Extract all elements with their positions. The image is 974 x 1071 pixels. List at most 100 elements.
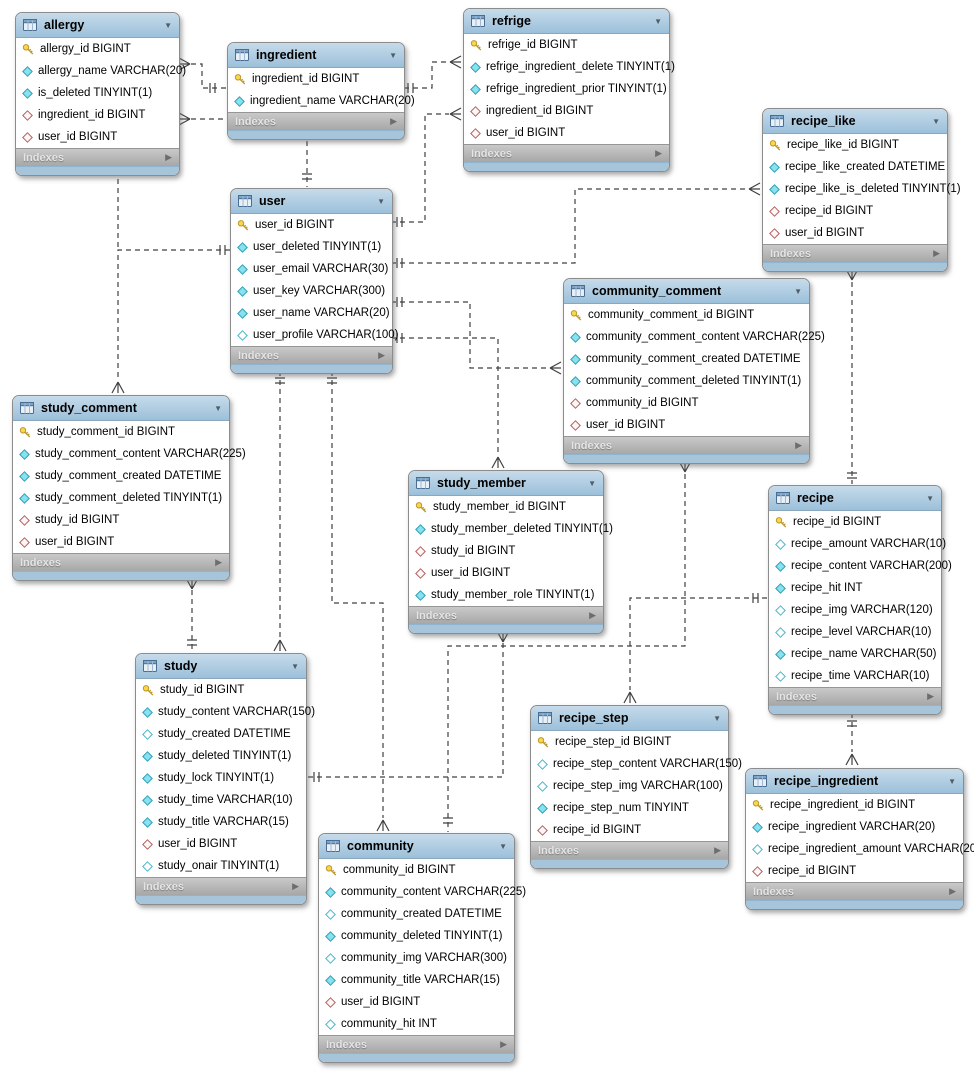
table-icon — [571, 285, 586, 297]
table-header[interactable]: refrige▼ — [464, 9, 669, 34]
collapse-arrow-icon[interactable]: ▼ — [654, 16, 662, 26]
indexes-row[interactable]: Indexes▶ — [746, 882, 963, 900]
field-row: recipe_ingredient_amount VARCHAR(20) — [746, 838, 974, 860]
table-footer — [769, 705, 941, 714]
field-label: user_id BIGINT — [38, 131, 118, 143]
table-header[interactable]: recipe_like▼ — [763, 109, 947, 134]
collapse-arrow-icon[interactable]: ▼ — [794, 286, 802, 296]
table-header[interactable]: ingredient▼ — [228, 43, 404, 68]
nullable-column-icon — [237, 329, 248, 341]
indexes-label: Indexes — [20, 556, 61, 569]
table-header[interactable]: community▼ — [319, 834, 514, 859]
table-title: study_member — [437, 476, 526, 490]
field-row: recipe_id BIGINT — [769, 511, 941, 533]
collapse-arrow-icon[interactable]: ▼ — [389, 50, 397, 60]
table-header[interactable]: recipe▼ — [769, 486, 941, 511]
indexes-row[interactable]: Indexes▶ — [16, 148, 179, 166]
table-header[interactable]: study▼ — [136, 654, 306, 679]
table-header[interactable]: study_member ▼ — [409, 471, 603, 496]
field-row: recipe_like_created DATETIME — [763, 156, 947, 178]
field-label: recipe_name VARCHAR(50) — [791, 648, 937, 660]
foreign-key-column-icon — [537, 824, 548, 836]
field-label: study_id BIGINT — [160, 684, 245, 696]
expand-arrow-icon: ▶ — [589, 610, 596, 620]
indexes-row[interactable]: Indexes▶ — [769, 687, 941, 705]
field-label: recipe_step_id BIGINT — [555, 736, 672, 748]
relationship-recipe_step-recipe — [629, 597, 767, 690]
field-row: user_id BIGINT — [231, 214, 392, 236]
collapse-arrow-icon[interactable]: ▼ — [291, 661, 299, 671]
expand-arrow-icon: ▶ — [795, 440, 802, 450]
field-row: ingredient_id BIGINT — [228, 68, 404, 90]
required-column-icon — [752, 821, 763, 833]
table-header[interactable]: recipe_step▼ — [531, 706, 728, 731]
indexes-row[interactable]: Indexes▶ — [409, 606, 603, 624]
field-label: community_content VARCHAR(225) — [341, 886, 527, 898]
indexes-row[interactable]: Indexes▶ — [464, 144, 669, 162]
indexes-row[interactable]: Indexes▶ — [13, 553, 229, 571]
table-recipe_ingredient[interactable]: recipe_ingredient▼recipe_ingredient_id B… — [745, 768, 974, 910]
indexes-row[interactable]: Indexes▶ — [763, 244, 947, 262]
collapse-arrow-icon[interactable]: ▼ — [214, 403, 222, 413]
field-label: recipe_amount VARCHAR(10) — [791, 538, 947, 550]
collapse-arrow-icon[interactable]: ▼ — [499, 841, 507, 851]
field-row: user_profile VARCHAR(100) — [231, 324, 399, 346]
table-header[interactable]: recipe_ingredient▼ — [746, 769, 963, 794]
collapse-arrow-icon[interactable]: ▼ — [926, 493, 934, 503]
collapse-arrow-icon[interactable]: ▼ — [164, 20, 172, 30]
table-community_comment[interactable]: community_comment▼community_comment_id B… — [563, 278, 825, 464]
indexes-row[interactable]: Indexes▶ — [531, 841, 728, 859]
table-icon — [23, 19, 38, 31]
indexes-row[interactable]: Indexes▶ — [228, 112, 404, 130]
indexes-row[interactable]: Indexes▶ — [564, 436, 809, 454]
field-label: user_id BIGINT — [158, 838, 238, 850]
indexes-label: Indexes — [238, 349, 279, 362]
field-row: user_id BIGINT — [409, 562, 603, 584]
collapse-arrow-icon[interactable]: ▼ — [377, 196, 385, 206]
nullable-column-icon — [775, 538, 786, 550]
indexes-row[interactable]: Indexes▶ — [231, 346, 392, 364]
collapse-arrow-icon[interactable]: ▼ — [948, 776, 956, 786]
table-icon — [416, 477, 431, 489]
crow-foot-marker — [449, 55, 462, 69]
crow-foot-marker — [748, 182, 761, 196]
collapse-arrow-icon[interactable]: ▼ — [932, 116, 940, 126]
table-footer — [531, 859, 728, 868]
required-column-icon — [237, 285, 248, 297]
foreign-key-column-icon — [22, 109, 33, 121]
indexes-row[interactable]: Indexes▶ — [319, 1035, 514, 1053]
table-header[interactable]: community_comment▼ — [564, 279, 809, 304]
foreign-key-column-icon — [415, 567, 426, 579]
expand-arrow-icon: ▶ — [500, 1039, 507, 1049]
table-header[interactable]: study_comment▼ — [13, 396, 229, 421]
indexes-row[interactable]: Indexes▶ — [136, 877, 306, 895]
collapse-arrow-icon[interactable]: ▼ — [588, 478, 596, 488]
field-label: community_img VARCHAR(300) — [341, 952, 507, 964]
table-header[interactable]: allergy▼ — [16, 13, 179, 38]
table-footer — [231, 364, 392, 373]
foreign-key-column-icon — [752, 865, 763, 877]
field-row: community_deleted TINYINT(1) — [319, 925, 514, 947]
field-row: user_id BIGINT — [136, 833, 306, 855]
table-header[interactable]: user▼ — [231, 189, 392, 214]
one-cardinality-marker — [187, 639, 197, 646]
table-icon — [235, 49, 250, 61]
foreign-key-column-icon — [415, 545, 426, 557]
primary-key-icon — [769, 139, 782, 152]
table-recipe[interactable]: recipe▼recipe_id BIGINT recipe_amount VAR… — [768, 485, 952, 715]
collapse-arrow-icon[interactable]: ▼ — [713, 713, 721, 723]
field-label: community_deleted TINYINT(1) — [341, 930, 503, 942]
